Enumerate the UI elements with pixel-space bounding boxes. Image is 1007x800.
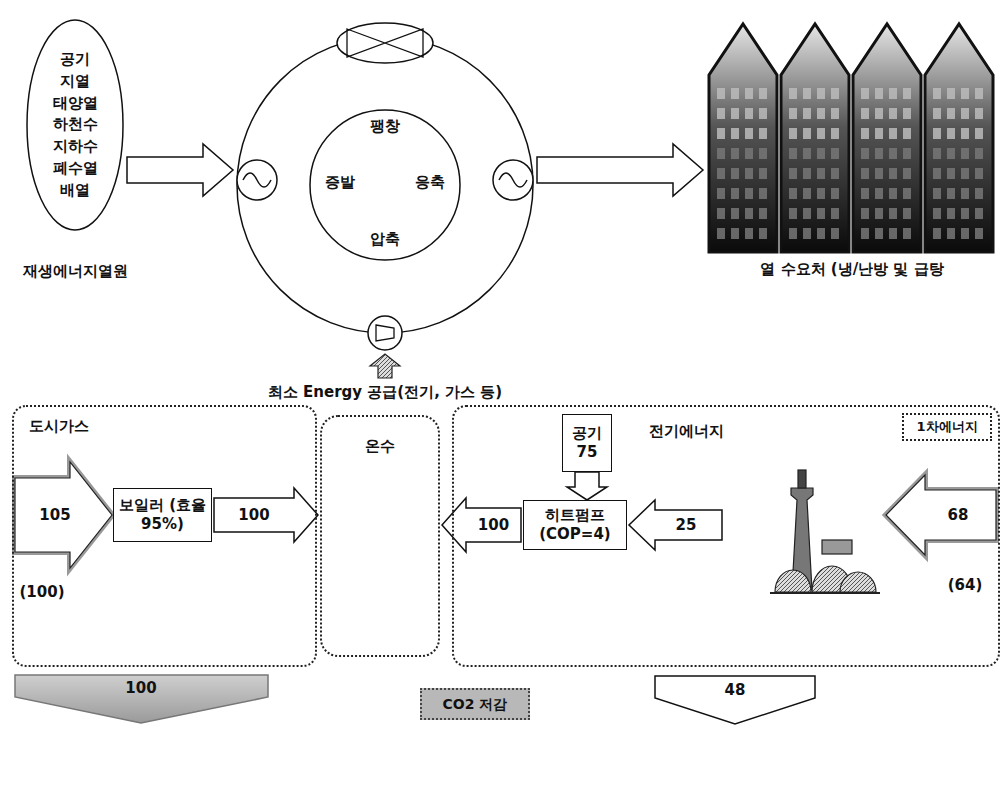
supply-caption: 최소 Energy 공급(전기, 가스 등) — [268, 383, 502, 402]
co2-arrow-electric — [655, 676, 815, 724]
flow-number: 105 — [39, 506, 70, 524]
flow-number: 100 — [125, 679, 156, 697]
flow-number: 25 — [676, 516, 697, 534]
gas-input-arrow — [15, 462, 112, 568]
node-text: 열 수요처 (냉/난방 및 급탕 — [760, 260, 943, 280]
drawing-part — [886, 475, 996, 555]
node-text: 1차에너지 — [916, 419, 977, 436]
flow-number: 68 — [948, 506, 969, 524]
node-text: CO2 저감 — [443, 695, 508, 713]
block-arrow — [127, 144, 233, 196]
energy-supply-arrow — [370, 354, 400, 378]
drawing-part — [15, 462, 112, 568]
drawing-part — [775, 570, 811, 592]
gas-region: 도시가스보일러 (효율 95%) — [12, 405, 317, 667]
cycle-drawing — [237, 23, 533, 350]
primary-energy-arrow — [886, 475, 996, 555]
drawing-part — [886, 475, 996, 555]
node-text: 히트펌프 (COP=4) — [528, 506, 622, 545]
co2-reduction-box: CO2 저감 — [420, 688, 530, 720]
drawing-part — [822, 540, 852, 554]
primary-energy-box: 1차에너지 — [902, 413, 992, 441]
node-text: 공기 지열 태양열 하천수 지하수 폐수열 배열 — [48, 49, 102, 201]
drawing-part — [798, 470, 806, 488]
block-arrow — [214, 488, 318, 542]
drawing-part — [370, 354, 400, 378]
drawing-part — [840, 572, 876, 592]
heat-pump-box: 히트펌프 (COP=4) — [523, 500, 627, 550]
hot-water-region: 온수 — [320, 415, 440, 657]
node-text: 재생에너지열원 — [23, 262, 128, 282]
power-plant-icon — [770, 470, 880, 593]
node-text: 증발 — [325, 173, 355, 193]
node-text: 전기에너지 — [649, 422, 724, 442]
heat-pump-cycle-outline — [235, 35, 535, 335]
drawing-part — [15, 675, 268, 723]
oval-outline — [27, 20, 123, 230]
node-text: 보일러 (효율 95%) — [118, 496, 207, 535]
drawing-part — [15, 462, 112, 568]
block-arrow — [567, 472, 607, 500]
flow-number: 100 — [476, 516, 511, 534]
buildings-drawing — [709, 24, 993, 252]
node-text: 공기 — [572, 424, 602, 444]
electricity-arrow — [629, 500, 722, 550]
flow-number: 100 — [236, 506, 271, 524]
node-text: 75 — [577, 443, 598, 463]
node-text: 온수 — [365, 437, 395, 457]
node-text: 압축 — [370, 230, 400, 250]
flow-number: 48 — [725, 681, 746, 699]
heat-source-oval: 공기 지열 태양열 하천수 지하수 폐수열 배열재생에너지열원 — [25, 18, 125, 232]
heat-pump-cycle: 팽창증발 응축압축 — [235, 35, 535, 335]
heat-demand-buildings: 열 수요처 (냉/난방 및 급탕 — [705, 20, 1000, 255]
flow-number: (100) — [19, 583, 64, 601]
node-text: 응축 — [415, 173, 445, 193]
node-text: 도시가스 — [29, 417, 89, 437]
co2-arrow-gas — [15, 675, 268, 723]
drawing-part — [655, 676, 815, 724]
drawing-part — [629, 500, 722, 550]
electric-region: 전기에너지 1차에너지 공기75 히트펌프 (COP=4) — [452, 405, 1000, 667]
drawing-part — [770, 592, 880, 594]
flow-number: (64) — [948, 576, 983, 594]
block-arrow — [537, 144, 703, 196]
boiler-box: 보일러 (효율 95%) — [113, 488, 212, 542]
air-box: 공기75 — [562, 414, 612, 472]
heat-demand-buildings-outline — [705, 20, 1000, 255]
node-text: 팽창 — [370, 117, 400, 137]
